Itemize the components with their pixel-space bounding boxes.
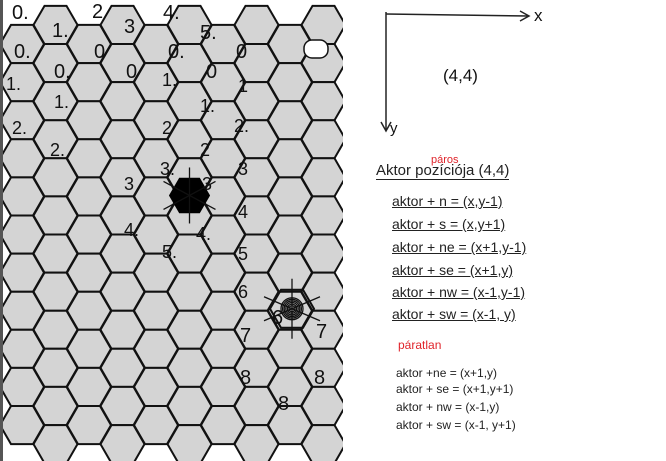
hex-label-row2: 2. bbox=[50, 140, 65, 160]
direction-arrow bbox=[189, 194, 216, 211]
hex-label-row1: 1 bbox=[238, 76, 248, 96]
hex-label-odd-neighbor: 7 bbox=[240, 325, 251, 347]
direction-arrow bbox=[189, 180, 216, 197]
column-number-1: 1. bbox=[52, 20, 69, 42]
hex-cell bbox=[300, 424, 347, 461]
hex-label-neighbor: 3 bbox=[124, 174, 134, 194]
direction-arrow bbox=[291, 308, 321, 322]
hex-cell bbox=[300, 233, 347, 274]
hex-label-oval-zero bbox=[303, 39, 329, 59]
even-heading: Aktor pozíciója (4,4) bbox=[376, 162, 510, 180]
grid-left-edge bbox=[0, 0, 3, 461]
hex-cells bbox=[0, 4, 347, 461]
even-equation-s: aktor + s = (x,y+1) bbox=[392, 216, 506, 232]
hex-label-row0: 0 bbox=[94, 41, 105, 63]
hex-label-row1: 1. bbox=[162, 70, 177, 90]
hex-label-row2: 2 bbox=[162, 118, 172, 138]
hex-cell bbox=[300, 4, 347, 45]
hex-label-odd-neighbor: 8 bbox=[278, 393, 289, 415]
grid-right-mask bbox=[343, 0, 350, 461]
hex-label-row0: 0. bbox=[14, 41, 31, 63]
hex-label-neighbor: 3 bbox=[202, 174, 212, 194]
even-equation-nw: aktor + nw = (x-1,y-1) bbox=[392, 284, 526, 300]
direction-arrow bbox=[163, 194, 190, 211]
hex-label-odd-neighbor: 6 bbox=[272, 307, 283, 329]
even-equation-ne: aktor + ne = (x+1,y-1) bbox=[392, 239, 527, 255]
hex-label-neighbor: 5. bbox=[162, 242, 177, 262]
odd-equation-se: aktor + se = (x+1,y+1) bbox=[396, 382, 514, 396]
hex-cell bbox=[300, 119, 347, 160]
hex-label-col4: 5 bbox=[238, 244, 248, 264]
axis-y-label: y bbox=[390, 120, 398, 137]
hex-cell bbox=[300, 385, 347, 427]
column-number-5: 5. bbox=[200, 22, 217, 44]
even-tag: páros bbox=[431, 154, 459, 166]
hex-label-row0: 0. bbox=[54, 61, 71, 83]
hex-label-row2: 2. bbox=[234, 116, 249, 136]
hex-label-row0: 0. bbox=[168, 41, 185, 63]
hex-label-row2: 2 bbox=[200, 140, 210, 160]
hex-label-row2: 2. bbox=[12, 118, 27, 138]
hex-label-odd-neighbor: 7 bbox=[316, 321, 327, 343]
hex-label-row1: 1. bbox=[54, 92, 69, 112]
hex-label-odd-neighbor: 8 bbox=[240, 367, 251, 389]
column-number-3: 3 bbox=[124, 16, 136, 38]
hex-cell bbox=[300, 81, 347, 122]
direction-arrow bbox=[263, 308, 293, 322]
odd-actor-outline bbox=[268, 288, 316, 329]
hex-label-row0: 0 bbox=[206, 61, 217, 83]
hex-label-col4: 6 bbox=[238, 282, 248, 302]
hex-cell bbox=[300, 271, 347, 312]
odd-tag: páratlan bbox=[398, 338, 442, 352]
even-equation-n: aktor + n = (x,y-1) bbox=[392, 193, 503, 209]
hex-label-col4: 4 bbox=[238, 202, 248, 222]
odd-equation-nw: aktor + nw = (x-1,y) bbox=[396, 400, 500, 414]
axis-x-label: x bbox=[534, 6, 543, 25]
odd-equation-sw: aktor + sw = (x-1, y+1) bbox=[396, 418, 516, 432]
odd-equation-ne: aktor +ne = (x+1,y) bbox=[396, 366, 498, 380]
column-number-0: 0. bbox=[12, 2, 29, 24]
hex-label-odd-neighbor: 8 bbox=[314, 367, 325, 389]
hex-cell bbox=[300, 195, 347, 236]
column-number-4: 4. bbox=[163, 2, 180, 24]
hex-label-neighbor: 4. bbox=[196, 224, 211, 244]
axis-diagram bbox=[380, 10, 531, 133]
even-equation-se: aktor + se = (x+1,y) bbox=[392, 262, 513, 278]
hex-label-neighbor: 4. bbox=[124, 220, 139, 240]
hex-label-row1: 1. bbox=[6, 74, 21, 94]
even-equation-sw: aktor + sw = (x-1, y) bbox=[392, 306, 516, 322]
hex-label-neighbor: 3. bbox=[160, 159, 175, 179]
hex-label-row1: 1. bbox=[200, 96, 215, 116]
direction-arrow bbox=[263, 296, 293, 310]
hex-label-col4: 3 bbox=[238, 159, 248, 179]
hex-label-row0: 0 bbox=[236, 41, 247, 63]
hex-label-row0: 0 bbox=[126, 61, 137, 83]
column-number-2: 2 bbox=[92, 1, 104, 23]
hex-cell bbox=[300, 157, 347, 198]
axis-center-label: (4,4) bbox=[443, 66, 478, 85]
direction-arrow bbox=[163, 180, 190, 197]
direction-arrow bbox=[291, 296, 321, 310]
